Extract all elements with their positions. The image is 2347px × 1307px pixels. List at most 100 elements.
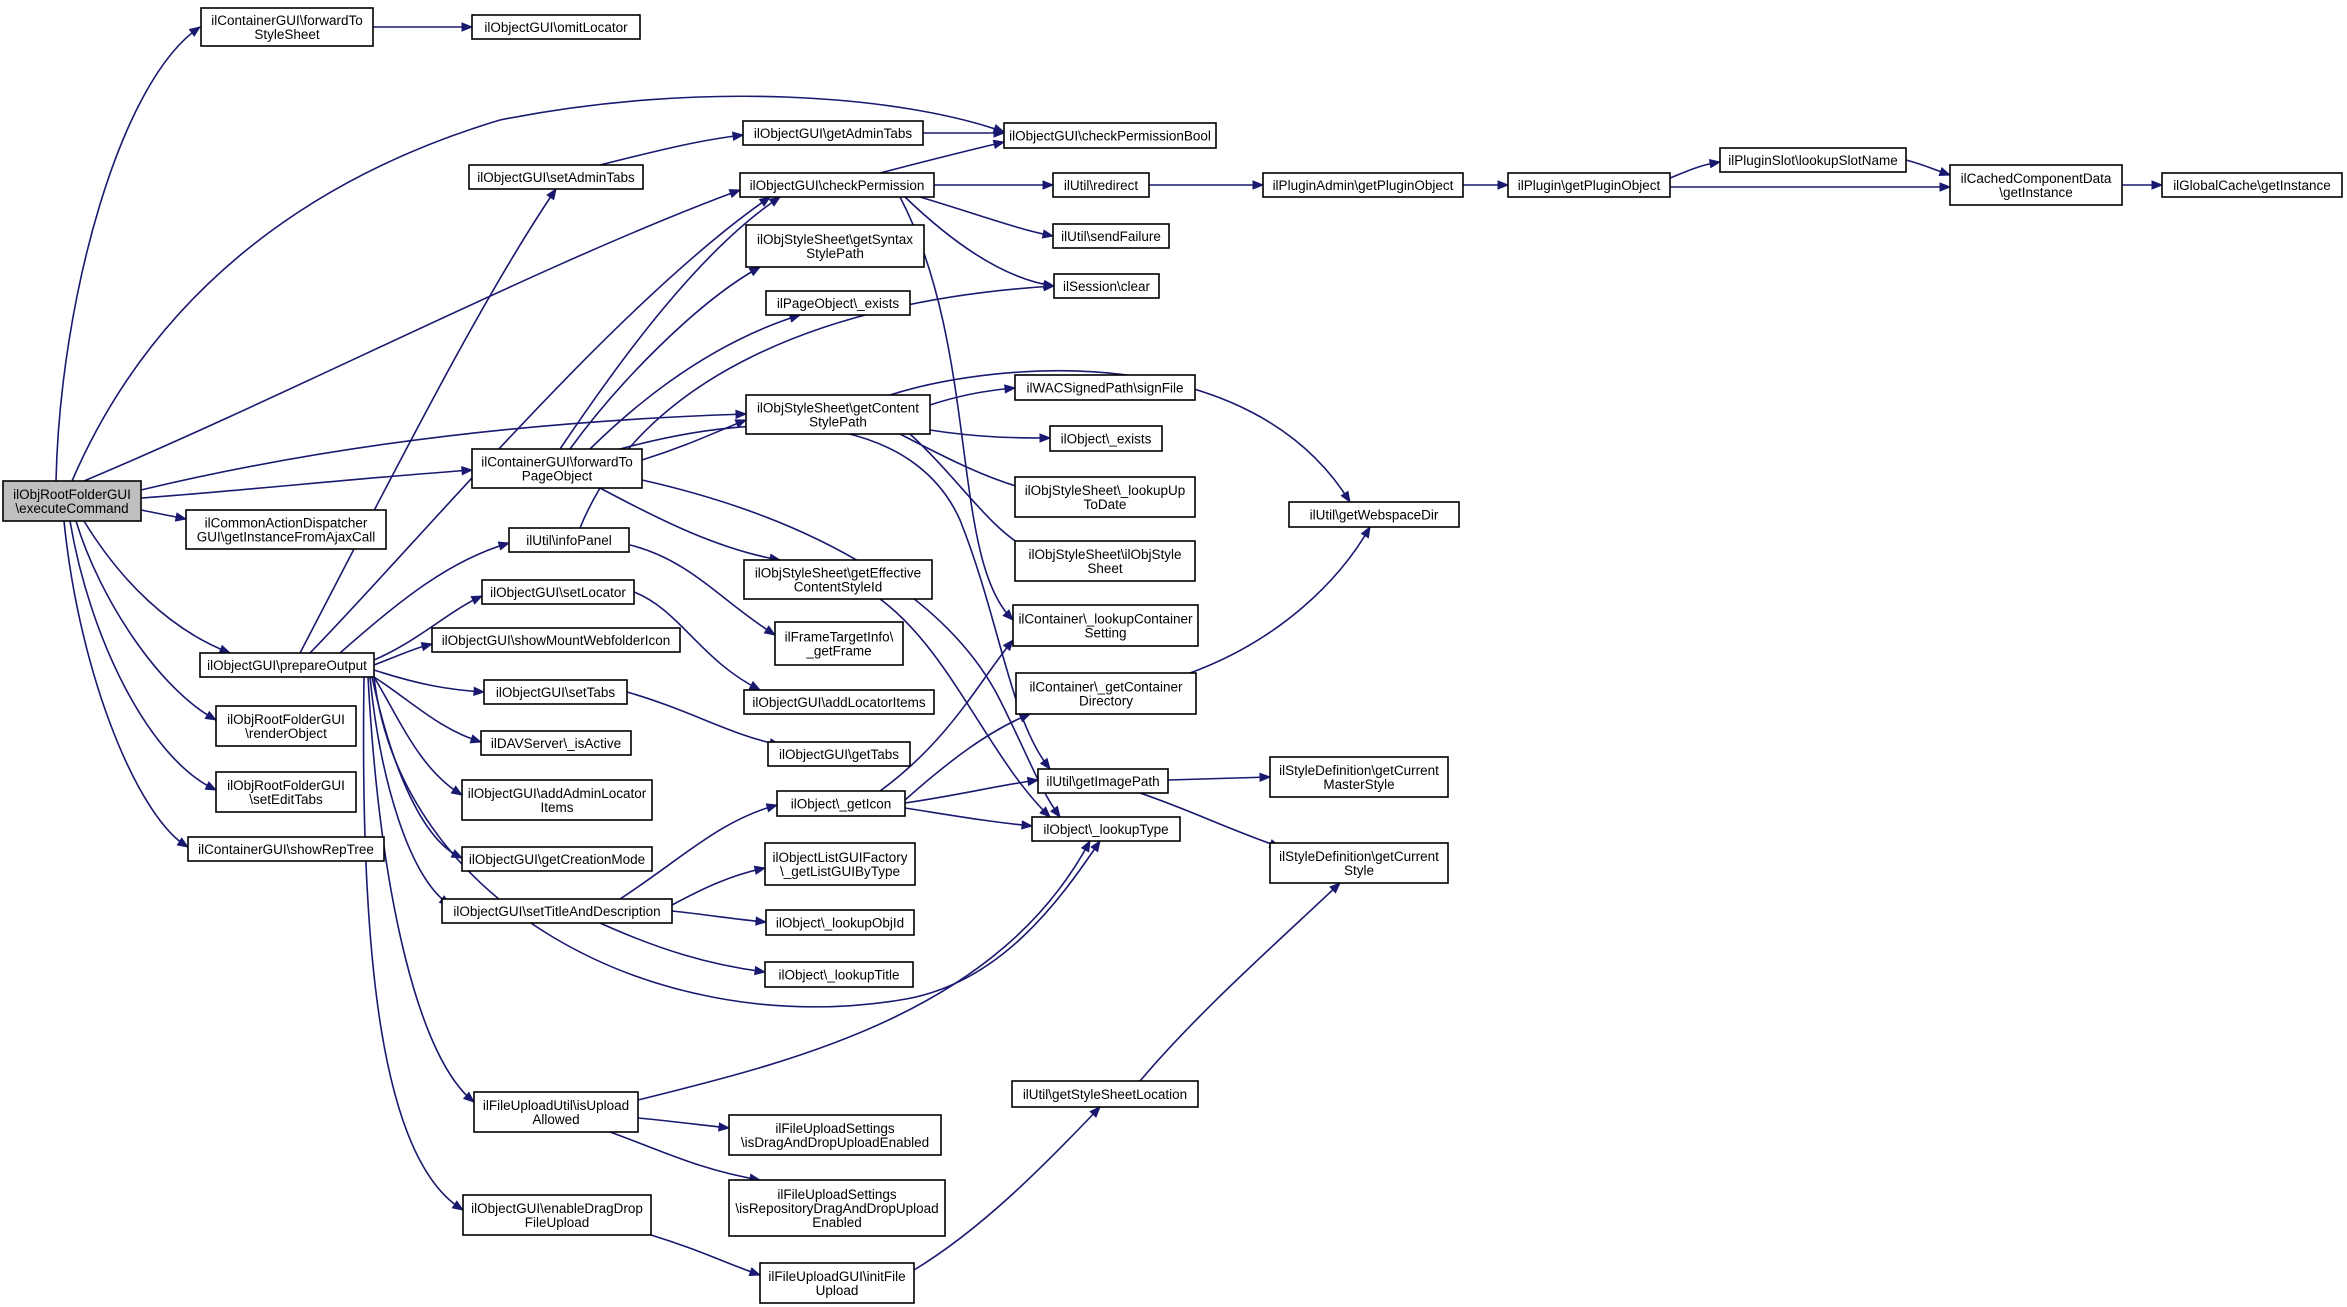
edge-line bbox=[362, 676, 464, 1211]
node-lookupObjId[interactable]: ilObject\_lookupObjId bbox=[765, 909, 915, 936]
edge-line bbox=[373, 676, 482, 743]
node-getPluginObj[interactable]: ilPluginAdmin\getPluginObject bbox=[1262, 172, 1464, 198]
node-globalCache[interactable]: ilGlobalCache\getInstance bbox=[2161, 172, 2343, 198]
node-root[interactable]: ilObjRootFolderGUI\executeCommand bbox=[2, 480, 142, 522]
node-label: ContentStyleId bbox=[794, 580, 883, 595]
arrowhead bbox=[765, 803, 779, 813]
node-box bbox=[1949, 164, 2123, 206]
edge-checkPerm-to-sessClear bbox=[904, 196, 1056, 290]
edge-getPluginObj-to-pluginGetPO bbox=[1463, 180, 1510, 190]
node-dragDropEnabled[interactable]: ilFileUploadSettings\isDragAndDropUpload… bbox=[728, 1114, 942, 1156]
node-showRepTree[interactable]: ilContainerGUI\showRepTree bbox=[187, 836, 385, 862]
node-label: ilFileUploadSettings bbox=[777, 1187, 897, 1202]
node-getIcon[interactable]: ilObject\_getIcon bbox=[776, 790, 906, 817]
node-imagePath[interactable]: ilUtil\getImagePath bbox=[1037, 768, 1169, 794]
node-lookupSlot[interactable]: ilPluginSlot\lookupSlotName bbox=[1719, 147, 1907, 173]
node-addLocItems[interactable]: ilObjectGUI\addLocatorItems bbox=[743, 689, 935, 715]
node-davActive[interactable]: ilDAVServer\_isActive bbox=[480, 730, 632, 756]
node-listGUI[interactable]: ilObjectListGUIFactory\_getListGUIByType bbox=[764, 842, 916, 886]
node-lookupType[interactable]: ilObject\_lookupType bbox=[1031, 816, 1181, 842]
arrowhead bbox=[1938, 167, 1952, 177]
arrowhead bbox=[718, 1122, 731, 1132]
node-infoPanel[interactable]: ilUtil\infoPanel bbox=[508, 527, 630, 553]
edge-line bbox=[899, 196, 1014, 621]
node-webspaceDir[interactable]: ilUtil\getWebspaceDir bbox=[1288, 501, 1460, 528]
arrowhead bbox=[462, 1091, 476, 1103]
node-ajaxCall[interactable]: ilCommonActionDispatcherGUI\getInstanceF… bbox=[185, 509, 387, 550]
edge-setTitle-to-lookupObjId bbox=[671, 910, 768, 926]
node-signFile[interactable]: ilWACSignedPath\signFile bbox=[1014, 374, 1196, 401]
node-ilObjStyle[interactable]: ilObjStyleSheet\ilObjStyleSheet bbox=[1014, 540, 1196, 582]
node-box bbox=[1015, 672, 1197, 715]
node-styleSheetLoc[interactable]: ilUtil\getStyleSheetLocation bbox=[1011, 1080, 1199, 1108]
node-box bbox=[1031, 816, 1181, 842]
node-box bbox=[1288, 501, 1460, 528]
node-effStyle[interactable]: ilObjStyleSheet\getEffectiveContentStyle… bbox=[743, 559, 933, 600]
node-label: ilDAVServer\_isActive bbox=[491, 736, 621, 751]
node-setAdminTabs[interactable]: ilObjectGUI\setAdminTabs bbox=[468, 164, 644, 190]
arrowhead bbox=[768, 196, 782, 207]
node-label: ilObjectGUI\prepareOutput bbox=[207, 658, 367, 673]
node-lookupTitle[interactable]: ilObject\_lookupTitle bbox=[764, 961, 914, 988]
call-nodes: ilObjRootFolderGUI\executeCommand ilConta… bbox=[2, 7, 2343, 1304]
node-repoDragDrop[interactable]: ilFileUploadSettings\isRepositoryDragAnd… bbox=[728, 1179, 946, 1237]
node-prepOut[interactable]: ilObjectGUI\prepareOutput bbox=[199, 652, 375, 678]
node-box bbox=[473, 1091, 639, 1133]
node-objExists[interactable]: ilObject\_exists bbox=[1049, 425, 1163, 452]
node-label: \isDragAndDropUploadEnabled bbox=[741, 1135, 929, 1150]
node-creationMode[interactable]: ilObjectGUI\getCreationMode bbox=[461, 846, 653, 872]
arrowhead bbox=[748, 1267, 762, 1277]
node-checkPermBool[interactable]: ilObjectGUI\checkPermissionBool bbox=[1003, 122, 1217, 149]
edge-root-to-fwdStyle bbox=[55, 26, 202, 482]
edge-line bbox=[75, 520, 217, 721]
node-box bbox=[745, 224, 925, 268]
node-getAdminTabs[interactable]: ilObjectGUI\getAdminTabs bbox=[742, 120, 924, 146]
arrowhead bbox=[450, 785, 464, 796]
edge-cacheInst-to-globalCache bbox=[2122, 180, 2164, 190]
node-box bbox=[1269, 842, 1449, 884]
arrowhead bbox=[1497, 180, 1510, 190]
node-pageExists[interactable]: ilPageObject\_exists bbox=[765, 290, 911, 316]
node-cacheInst[interactable]: ilCachedComponentData\getInstance bbox=[1949, 164, 2123, 206]
edge-uploadAllowed-to-lookupType bbox=[637, 839, 1091, 1101]
node-redirect[interactable]: ilUtil\redirect bbox=[1052, 172, 1150, 198]
node-sessClear[interactable]: ilSession\clear bbox=[1053, 273, 1160, 299]
edge-prepOut-to-lookupType bbox=[373, 676, 1101, 1008]
node-checkPerm[interactable]: ilObjectGUI\checkPermission bbox=[739, 172, 935, 198]
node-label: ilWACSignedPath\signFile bbox=[1026, 381, 1183, 396]
node-renderObj[interactable]: ilObjRootFolderGUI\renderObject bbox=[215, 705, 357, 747]
node-sendFailure[interactable]: ilUtil\sendFailure bbox=[1052, 223, 1170, 249]
arrowhead bbox=[1089, 1106, 1101, 1118]
arrowhead bbox=[755, 916, 768, 926]
node-omitLoc[interactable]: ilObjectGUI\omitLocator bbox=[471, 14, 641, 40]
node-setTabs[interactable]: ilObjectGUI\setTabs bbox=[483, 679, 628, 705]
node-setLocator[interactable]: ilObjectGUI\setLocator bbox=[481, 579, 635, 605]
node-pluginGetPO[interactable]: ilPlugin\getPluginObject bbox=[1507, 172, 1671, 198]
node-box bbox=[431, 627, 681, 653]
node-frameTarget[interactable]: ilFrameTargetInfo\_getFrame bbox=[774, 621, 904, 666]
node-setEditTabs[interactable]: ilObjRootFolderGUI\setEditTabs bbox=[215, 771, 357, 813]
edge-prepOut-to-infoPanel bbox=[339, 541, 511, 654]
arrowhead bbox=[420, 642, 434, 652]
edge-line bbox=[626, 691, 781, 746]
arrowhead bbox=[1039, 433, 1052, 443]
node-label: ilCachedComponentData bbox=[1961, 171, 2112, 186]
edge-line bbox=[1139, 792, 1281, 848]
node-showMount[interactable]: ilObjectGUI\showMountWebfolderIcon bbox=[431, 627, 681, 653]
edge-root-to-fwdPage bbox=[140, 465, 474, 499]
node-getTabs[interactable]: ilObjectGUI\getTabs bbox=[767, 741, 911, 767]
node-setTitle[interactable]: ilObjectGUI\setTitleAndDescription bbox=[441, 898, 673, 924]
